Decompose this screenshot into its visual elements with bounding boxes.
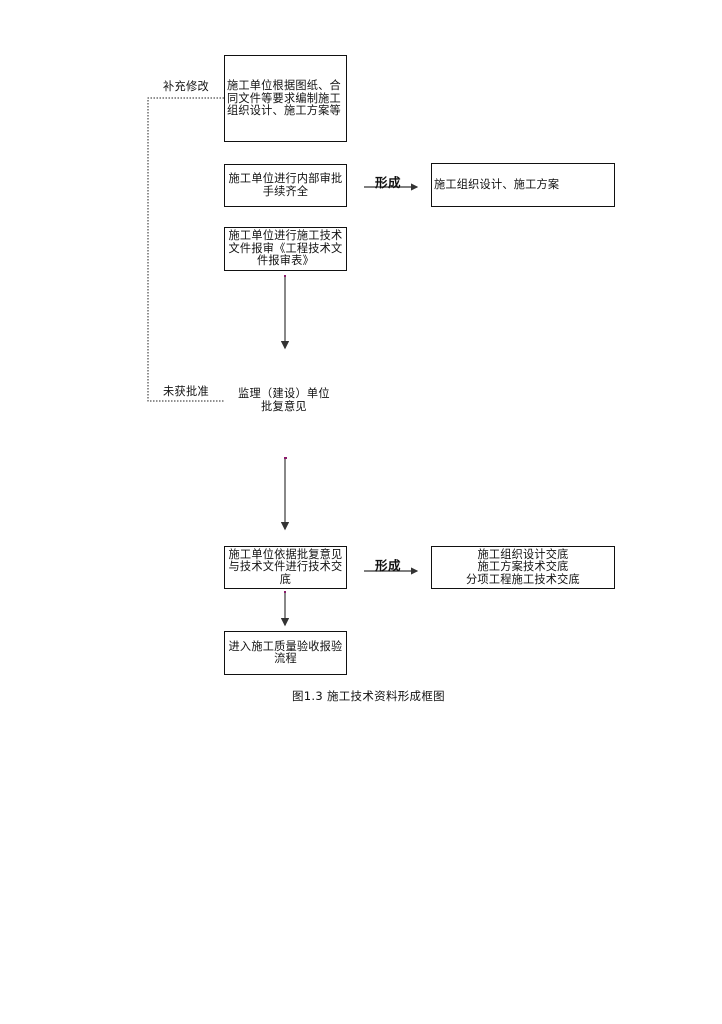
node-output-plan: 施工组织设计、施工方案: [431, 163, 615, 207]
node-supervisor-reply: 监理（建设）单位 批复意见: [238, 387, 330, 413]
figure-caption: 图1.3 施工技术资料形成框图: [292, 689, 445, 703]
feedback-loop-line: [147, 97, 224, 402]
node-technical-disclosure: 施工单位依据批复意见 与技术文件进行技术交 底: [224, 546, 347, 589]
form-label-2: 形成: [375, 558, 402, 573]
node-output-disclosure: 施工组织设计交底 施工方案技术交底 分项工程施工技术交底: [431, 546, 615, 589]
form-label-1: 形成: [375, 175, 402, 190]
node-prepare-plan: 施工单位根据图纸、合 同文件等要求编制施工 组织设计、施工方案等: [224, 55, 347, 142]
revise-label: 补充修改: [163, 80, 209, 93]
node-quality-acceptance: 进入施工质量验收报验 流程: [224, 631, 347, 675]
node-submit-review: 施工单位进行施工技术 文件报审《工程技术文 件报审表》: [224, 227, 347, 271]
not-approved-label: 未获批准: [163, 385, 209, 398]
node-internal-review: 施工单位进行内部审批 手续齐全: [224, 164, 347, 207]
